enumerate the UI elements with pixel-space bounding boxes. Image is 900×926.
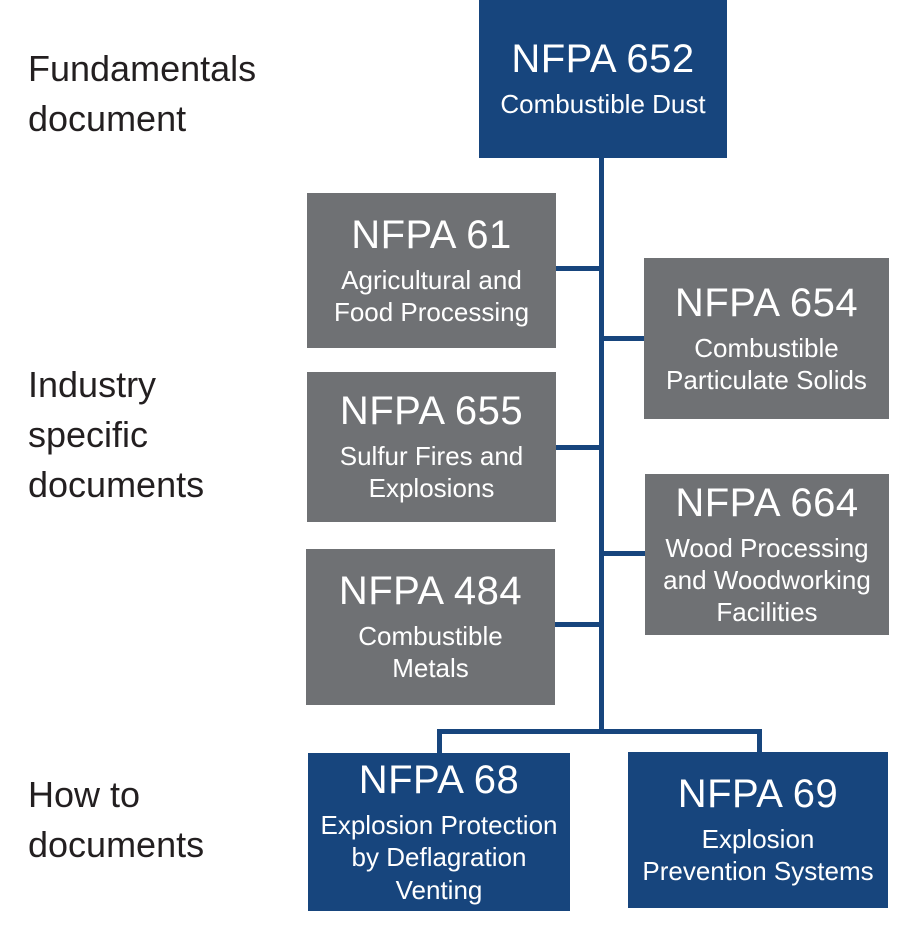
- connector-nfpa-68-stub: [437, 729, 442, 754]
- node-nfpa-69-title: NFPA 69: [677, 772, 839, 817]
- node-nfpa-484-title: NFPA 484: [338, 569, 523, 614]
- node-nfpa-654-title: NFPA 654: [674, 280, 859, 325]
- label-fundamentals-document: Fundamentals document: [28, 48, 257, 139]
- node-nfpa-61-subtitle: Agricultural and Food Processing: [333, 264, 530, 327]
- node-nfpa-61: NFPA 61 Agricultural and Food Processing: [307, 193, 556, 348]
- connector-nfpa-655: [555, 445, 601, 450]
- node-nfpa-664-subtitle: Wood Processing and Woodworking Faciliti…: [663, 532, 871, 628]
- node-nfpa-654-subtitle: Combustible Particulate Solids: [666, 332, 867, 395]
- node-nfpa-68-title: NFPA 68: [358, 758, 520, 803]
- connector-nfpa-664: [602, 551, 646, 556]
- node-nfpa-664: NFPA 664 Wood Processing and Woodworking…: [645, 474, 889, 635]
- node-nfpa-69-subtitle: Explosion Prevention Systems: [642, 824, 874, 887]
- node-nfpa-652-title: NFPA 652: [511, 37, 695, 82]
- connector-nfpa-69-stub: [757, 729, 762, 754]
- node-nfpa-655-title: NFPA 655: [339, 389, 524, 434]
- node-nfpa-484-subtitle: Combustible Metals: [358, 621, 503, 684]
- node-nfpa-652-subtitle: Combustible Dust: [500, 89, 706, 120]
- connector-nfpa-61: [555, 266, 601, 271]
- node-nfpa-654: NFPA 654 Combustible Particulate Solids: [644, 258, 889, 419]
- connector-nfpa-654: [602, 336, 645, 341]
- node-nfpa-69: NFPA 69 Explosion Prevention Systems: [628, 752, 888, 908]
- node-nfpa-68: NFPA 68 Explosion Protection by Deflagra…: [308, 753, 570, 911]
- node-nfpa-655-subtitle: Sulfur Fires and Explosions: [339, 441, 524, 504]
- node-nfpa-652: NFPA 652 Combustible Dust: [479, 0, 727, 158]
- node-nfpa-68-subtitle: Explosion Protection by Deflagration Ven…: [320, 810, 558, 905]
- connector-spine: [599, 157, 604, 734]
- node-nfpa-484: NFPA 484 Combustible Metals: [306, 549, 555, 705]
- node-nfpa-655: NFPA 655 Sulfur Fires and Explosions: [307, 372, 556, 522]
- node-nfpa-61-title: NFPA 61: [351, 212, 512, 257]
- node-nfpa-664-title: NFPA 664: [675, 480, 859, 525]
- connector-nfpa-484: [555, 622, 601, 627]
- label-industry-specific-documents: Industry specific documents: [28, 364, 205, 505]
- label-how-to-documents: How to documents: [28, 774, 205, 865]
- connector-bottom-horizontal: [437, 729, 762, 734]
